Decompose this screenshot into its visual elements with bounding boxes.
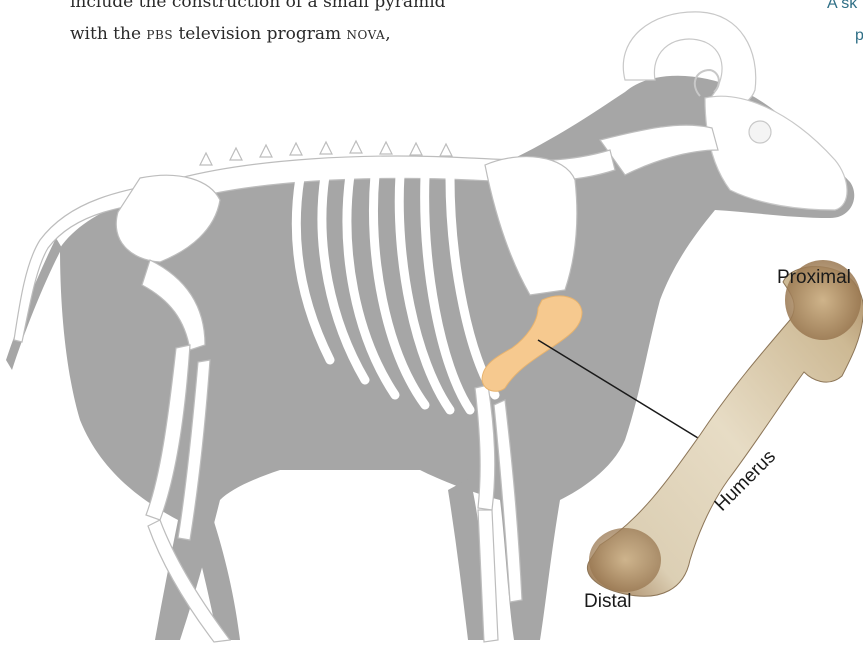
proximal-label: Proximal (777, 267, 851, 288)
distal-label: Distal (584, 591, 632, 612)
